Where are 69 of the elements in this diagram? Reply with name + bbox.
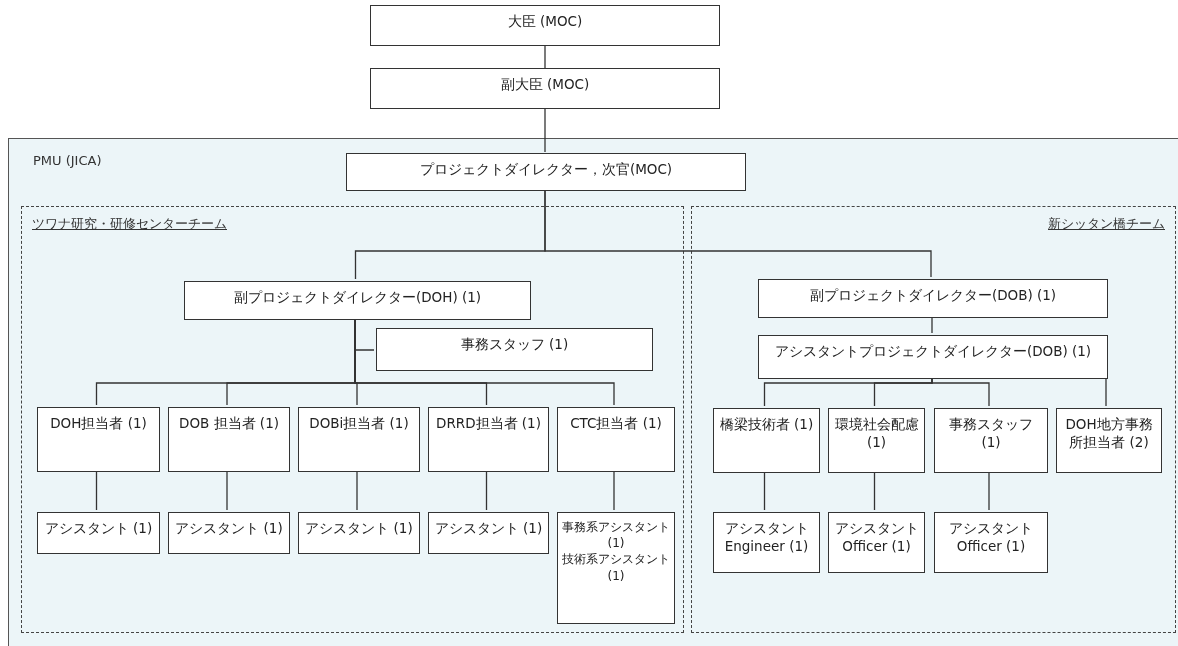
connector-line — [226, 469, 228, 511]
position-title: アシスタント (1) — [305, 519, 413, 538]
connector-line — [485, 469, 488, 511]
position-title: アシスタント Officer (1) — [948, 519, 1034, 556]
position-title: 橋梁技術者 (1) — [719, 415, 814, 434]
connector-line — [544, 189, 932, 278]
position-box — [298, 407, 420, 472]
position-box — [557, 407, 675, 472]
group-title: PMU (JICA) — [33, 153, 102, 168]
position-box — [168, 407, 290, 472]
connector-line — [613, 469, 615, 511]
connector-line — [873, 470, 876, 511]
position-title: 環境社会配慮 (1) — [833, 415, 920, 452]
position-box — [376, 328, 653, 371]
position-box — [37, 407, 160, 472]
position-box — [934, 408, 1048, 473]
position-title: アシスタント (1) — [44, 519, 153, 538]
position-title: アシスタント Officer (1) — [833, 519, 920, 556]
position-box — [713, 512, 820, 573]
group-title: 新シッタン橋チーム — [1048, 215, 1165, 233]
position-box — [758, 335, 1108, 379]
position-title: 事務系アシスタント (1) — [562, 519, 670, 552]
position-title: DOB 担当者 (1) — [179, 414, 279, 433]
connector-line — [931, 315, 933, 334]
position-box — [37, 512, 160, 554]
position-title: DRRD担当者 (1) — [436, 414, 541, 433]
position-title: 副大臣 (MOC) — [500, 75, 590, 94]
position-box — [370, 5, 720, 46]
position-title: 副プロジェクトダイレクター(DOH) (1) — [233, 288, 482, 307]
connector-line — [988, 470, 990, 511]
position-title: DOH地方事務所担当者 (2) — [1064, 415, 1154, 452]
position-title: DOBi担当者 (1) — [309, 414, 409, 433]
position-box — [758, 279, 1108, 318]
position-title: プロジェクトダイレクター，次官(MOC) — [419, 160, 673, 179]
position-title: アシスタント Engineer (1) — [723, 519, 810, 556]
position-box — [934, 512, 1048, 573]
position-box — [346, 153, 746, 191]
connector-line — [763, 470, 766, 511]
position-title: 副プロジェクトダイレクター(DOB) (1) — [809, 286, 1057, 305]
connector-line — [931, 376, 990, 407]
position-box — [184, 281, 531, 320]
position-box — [428, 407, 549, 472]
position-box — [828, 512, 925, 573]
connector-line — [95, 469, 98, 511]
position-box — [298, 512, 420, 554]
position-box — [713, 408, 820, 473]
position-box — [168, 512, 290, 554]
position-title: 技術系アシスタント (1) — [562, 551, 670, 584]
team-frame — [691, 206, 1176, 633]
connector-line — [544, 45, 546, 69]
unit-frame — [8, 138, 1178, 646]
position-title: 事務スタッフ (1) — [460, 335, 569, 354]
position-title: DOH担当者 (1) — [50, 414, 147, 433]
position-box — [428, 512, 549, 554]
connector-line — [544, 108, 546, 153]
position-title: 大臣 (MOC) — [507, 12, 583, 31]
connector-line — [1105, 376, 1107, 407]
position-title: アシスタント (1) — [175, 519, 283, 538]
group-title: ツワナ研究・研修センターチーム — [32, 215, 227, 233]
position-title: アシスタント (1) — [434, 519, 543, 538]
position-title: CTC担当者 (1) — [570, 414, 662, 433]
position-box — [557, 512, 675, 624]
position-box — [1056, 408, 1162, 473]
position-title: アシスタントプロジェクトダイレクター(DOB) (1) — [774, 342, 1092, 361]
team-frame — [21, 206, 684, 633]
position-box — [370, 68, 720, 109]
connector-line — [356, 469, 358, 511]
position-box — [828, 408, 925, 473]
position-title: 事務スタッフ (1) — [948, 415, 1034, 452]
